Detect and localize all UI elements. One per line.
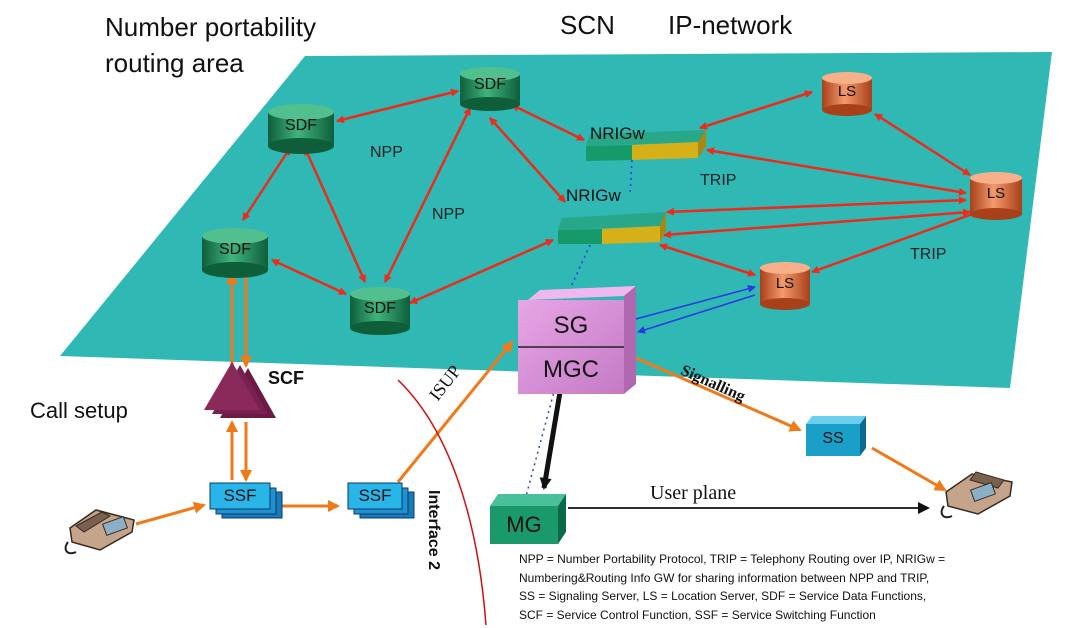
legend-line-2: Numbering&Routing Info GW for sharing in… xyxy=(519,570,930,585)
area-title-line1: Number portability xyxy=(105,12,316,42)
link-sdf4-nrigw2 xyxy=(409,238,554,305)
dotted-nrigw-sg xyxy=(564,244,591,301)
ls-node-1 xyxy=(822,72,872,116)
link-ls3-sgmgc-b xyxy=(637,294,756,334)
link-signalling xyxy=(635,356,802,432)
nrigw-node-2 xyxy=(558,212,666,244)
ls-label-3: LS xyxy=(775,275,795,292)
link-ss-phone xyxy=(871,446,947,492)
sdf-label-3: SDF xyxy=(219,241,251,258)
mgc-label: MGC xyxy=(543,356,599,383)
ls-node-3 xyxy=(760,262,810,310)
link-nrigw1-ls2 xyxy=(706,147,967,196)
link-phone-ssf1 xyxy=(135,501,206,526)
area-title-line2: routing area xyxy=(105,48,244,78)
link-sdf3-sdf4 xyxy=(271,258,347,296)
scn-label: SCN xyxy=(560,10,615,40)
trip-label-1: TRIP xyxy=(700,172,737,189)
mg-label: MG xyxy=(506,512,542,537)
link-sgmgc-ls3-a xyxy=(631,284,756,321)
link-sdf1-sdf4 xyxy=(303,147,367,283)
dotted-mgc-mg xyxy=(524,387,556,501)
sdf-node-2 xyxy=(460,67,520,111)
legend-line-3: SS = Signaling Server, LS = Location Ser… xyxy=(519,589,927,603)
ss-label: SS xyxy=(822,430,844,447)
mg-node xyxy=(490,494,566,544)
link-nrigw2-ls3 xyxy=(659,243,756,277)
ls-node-2 xyxy=(970,172,1022,220)
ls-label-2: LS xyxy=(986,185,1006,202)
black-links xyxy=(539,391,930,514)
link-nrigw1-ls1 xyxy=(699,90,813,130)
phone-icon-left xyxy=(64,509,135,555)
nrigw-label-2: NRIGw xyxy=(566,186,621,205)
legend-line-1: NPP = Number Portability Protocol, TRIP … xyxy=(519,552,946,566)
nrigw-label-1: NRIGw xyxy=(590,124,645,143)
nrigw-node-1 xyxy=(586,130,706,161)
link-sdf2-nrigw2 xyxy=(489,117,566,203)
sdf-label-2: SDF xyxy=(474,76,506,93)
red-links xyxy=(241,88,979,305)
trip-label-2: TRIP xyxy=(910,246,947,263)
sdf-label-4: SDF xyxy=(364,300,396,317)
interface-2-curve xyxy=(397,379,487,626)
sg-mgc-node xyxy=(518,286,636,394)
sdf-node-3 xyxy=(202,228,268,278)
orange-links xyxy=(135,272,947,526)
sg-label: SG xyxy=(553,312,589,339)
blue-links xyxy=(524,159,756,501)
interface-2-label: Interface 2 xyxy=(425,490,442,571)
phone-icon-right xyxy=(940,471,1013,519)
sdf-label-1: SDF xyxy=(285,117,317,134)
call-setup-label: Call setup xyxy=(30,398,128,423)
ss-node xyxy=(806,416,866,456)
ssf-node-1 xyxy=(209,482,283,519)
ls-label-1: LS xyxy=(837,83,857,100)
ssf-label-1: SSF xyxy=(223,486,257,505)
ssf-node-2 xyxy=(347,482,415,519)
legend: NPP = Number Portability Protocol, TRIP … xyxy=(519,550,1069,624)
sdf-node-1 xyxy=(268,104,334,154)
link-sdf2-sdf4 xyxy=(383,107,472,283)
sdf-node-4 xyxy=(350,287,410,335)
link-ls1-ls2 xyxy=(874,112,971,177)
link-sdf1-sdf3 xyxy=(241,147,292,221)
link-sdf1-sdf2 xyxy=(336,88,459,124)
link-mgc-mg xyxy=(539,391,563,490)
legend-line-4: SCF = Service Control Function, SSF = Se… xyxy=(519,607,876,622)
npp-label-1: NPP xyxy=(370,144,403,161)
link-isup xyxy=(396,340,514,483)
ip-network-label: IP-network xyxy=(668,10,793,40)
ssf-label-2: SSF xyxy=(358,486,392,505)
npp-label-2: NPP xyxy=(432,206,465,223)
scf-node xyxy=(204,362,276,418)
scf-label: SCF xyxy=(268,368,304,388)
user-plane-label: User plane xyxy=(650,482,737,504)
link-ls3-ls2 xyxy=(811,210,979,274)
